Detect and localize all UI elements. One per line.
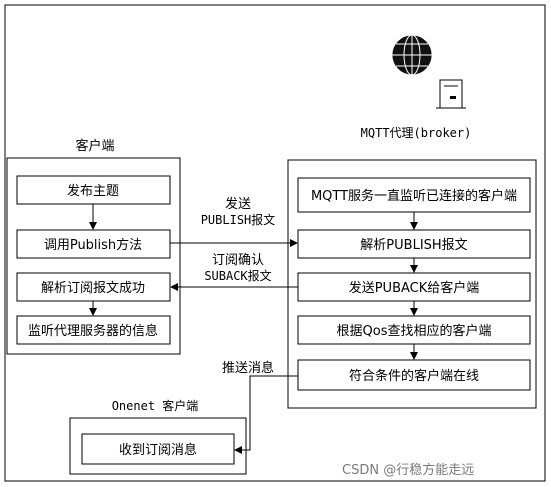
publish-label-1: 发送 <box>225 196 251 212</box>
client-step-1-label: 发布主题 <box>67 183 119 199</box>
broker-step-4-label: 根据Qos查找相应的客户端 <box>337 323 492 339</box>
broker-step-3-label: 发送PUBACK给客户端 <box>349 280 480 296</box>
server-icon <box>436 79 466 109</box>
onenet-step <box>81 433 235 465</box>
onenet-title: Onenet 客户端 <box>112 398 199 413</box>
broker-step-2-label: 解析PUBLISH报文 <box>360 238 467 253</box>
client-title: 客户端 <box>75 138 114 154</box>
suback-label-1: 订阅确认 <box>212 253 264 268</box>
broker-title: MQTT代理(broker) <box>361 126 472 140</box>
push-label: 推送消息 <box>222 360 274 376</box>
watermark: CSDN @行稳方能走远 <box>342 462 474 478</box>
onenet-container <box>69 417 247 475</box>
client-step-3-label: 解析订阅报文成功 <box>41 281 145 296</box>
client-step-2 <box>16 229 171 259</box>
outer-frame <box>4 4 546 482</box>
broker-step-5-label: 符合条件的客户端在线 <box>349 368 479 384</box>
client-step-4-label: 监听代理服务器的信息 <box>28 323 158 339</box>
broker-step-1-label: MQTT服务一直监听已连接的客户端 <box>311 188 517 204</box>
broker-step-1 <box>297 177 531 213</box>
client-container <box>6 157 181 355</box>
push-arrow <box>234 375 298 454</box>
client-step-1 <box>16 175 171 205</box>
broker-step-5 <box>297 359 531 391</box>
onenet-step-label: 收到订阅消息 <box>119 442 197 458</box>
publish-label-2: PUBLISH报文 <box>201 212 276 227</box>
suback-label-2: SUBACK报文 <box>204 268 271 283</box>
client-step-4 <box>16 315 171 345</box>
client-step-2-label: 调用Publish方法 <box>44 237 142 253</box>
globe-icon <box>391 34 433 76</box>
broker-container <box>287 159 537 409</box>
